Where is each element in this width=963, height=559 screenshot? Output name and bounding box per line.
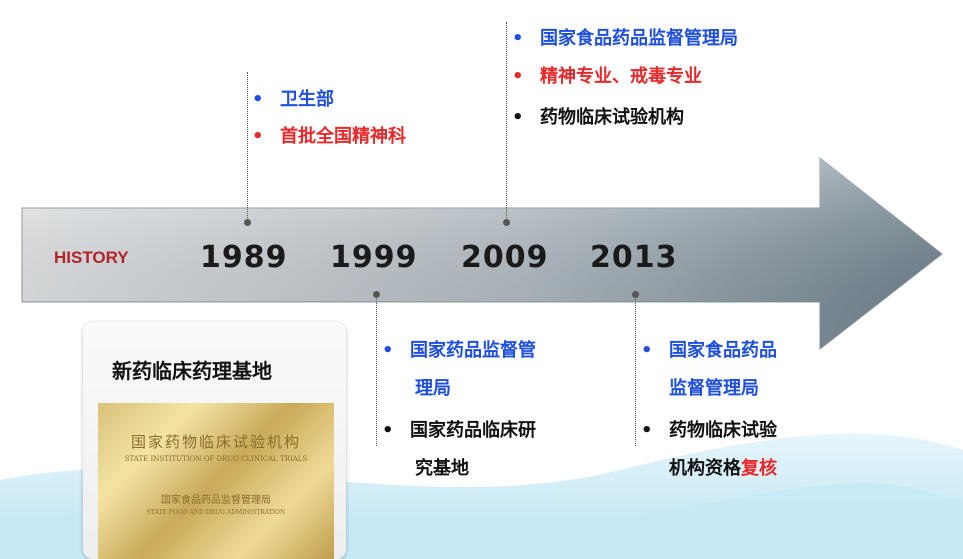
event-1999-2-cont: 究基地 [415,458,469,479]
event-2013-1-cont: 监督管理局 [669,378,759,399]
bullet-marker: • [252,89,264,110]
year-1989: 1989 [200,240,288,275]
plaque-line-4: STATE FOOD AND DRUG ADMINISTRATION [146,509,286,516]
event-2013-2: •药物临床试验 [641,420,777,441]
year-1999: 1999 [330,240,418,275]
event-1999-1: •国家药品监督管 [382,340,536,361]
bullet-marker: • [641,340,653,361]
card-title: 新药临床药理基地 [112,359,272,383]
bullet-marker: • [512,28,524,49]
event-1989-1: •卫生部 [252,89,334,110]
event-2013-1: •国家食品药品 [641,340,777,361]
bullet-marker: • [382,340,394,361]
plaque-line-2: STATE INSTITUTION OF DRUG CLINICAL TRIAL… [124,455,308,463]
year-2009: 2009 [461,240,549,275]
event-2009-3: •药物临床试验机构 [512,107,684,128]
connector-2009 [506,22,507,222]
connector-2013 [635,296,636,446]
history-label: HISTORY [54,248,129,267]
year-2013: 2013 [590,240,678,275]
event-2009-2: •精神专业、戒毒专业 [512,66,702,87]
connector-1999 [376,296,377,446]
dot-2009 [503,219,510,226]
plaque-line-1: 国家药物临床试验机构 [130,433,301,451]
bullet-marker: • [382,420,394,441]
dot-1989 [244,219,251,226]
event-2009-1: •国家食品药品监督管理局 [512,28,738,49]
bullet-marker: • [252,126,264,147]
plaque-line-3: 国家食品药品监督管理局 [161,495,271,506]
institution-plaque: 国家药物临床试验机构 STATE INSTITUTION OF DRUG CLI… [98,403,334,559]
dot-1999 [373,291,380,298]
event-1999-1-cont: 理局 [415,378,451,399]
dot-2013 [632,291,639,298]
bullet-marker: • [512,66,524,87]
bullet-marker: • [641,420,653,441]
connector-1989 [247,72,248,222]
bullet-marker: • [512,107,524,128]
event-2013-2-cont: 机构资格复核 [669,458,777,479]
event-1999-2: •国家药品临床研 [382,420,536,441]
event-1989-2: •首批全国精神科 [252,126,406,147]
